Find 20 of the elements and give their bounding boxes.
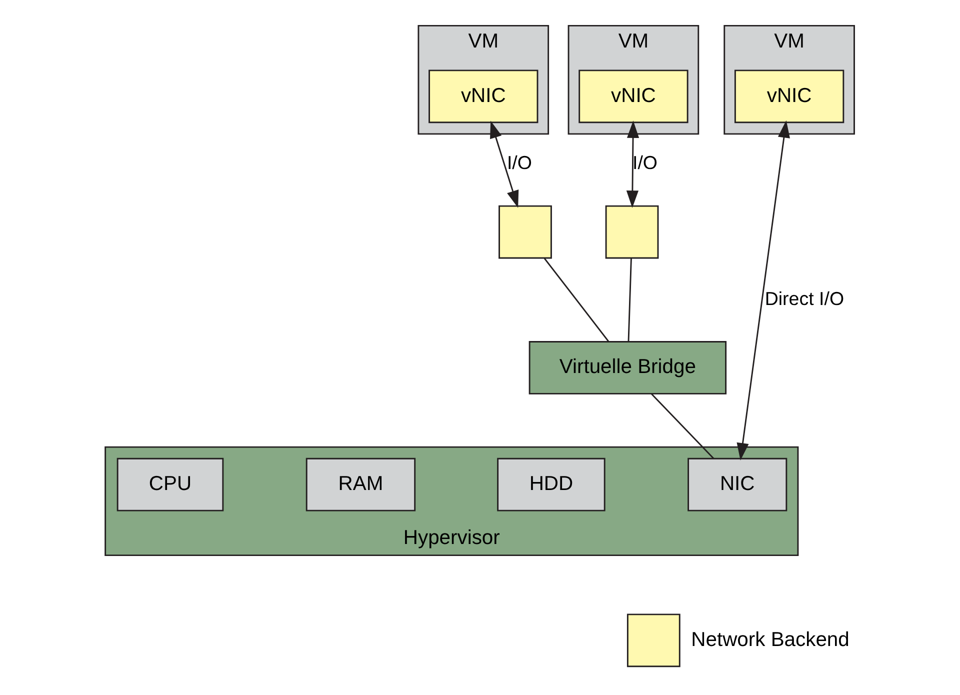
node-box: NIC [687, 458, 787, 512]
node-box: Virtuelle Bridge [528, 341, 726, 394]
node-box: HDD [496, 458, 605, 512]
node-box [498, 205, 552, 259]
node-box [604, 205, 658, 259]
edge-label: I/O [632, 152, 658, 174]
node-box: vNIC [734, 70, 844, 124]
node-box: CPU [116, 458, 224, 512]
node-box: RAM [305, 458, 416, 512]
connector [543, 258, 609, 342]
connector [627, 258, 632, 342]
edge-label: I/O [506, 152, 532, 174]
arrow [736, 120, 790, 460]
connector [650, 393, 714, 459]
node-box: vNIC [428, 70, 538, 124]
edge-label: Direct I/O [764, 288, 844, 309]
node-box: vNIC [578, 70, 688, 124]
arrow [490, 120, 518, 208]
arrow [626, 120, 639, 208]
legend-label: Network Backend [690, 628, 849, 651]
